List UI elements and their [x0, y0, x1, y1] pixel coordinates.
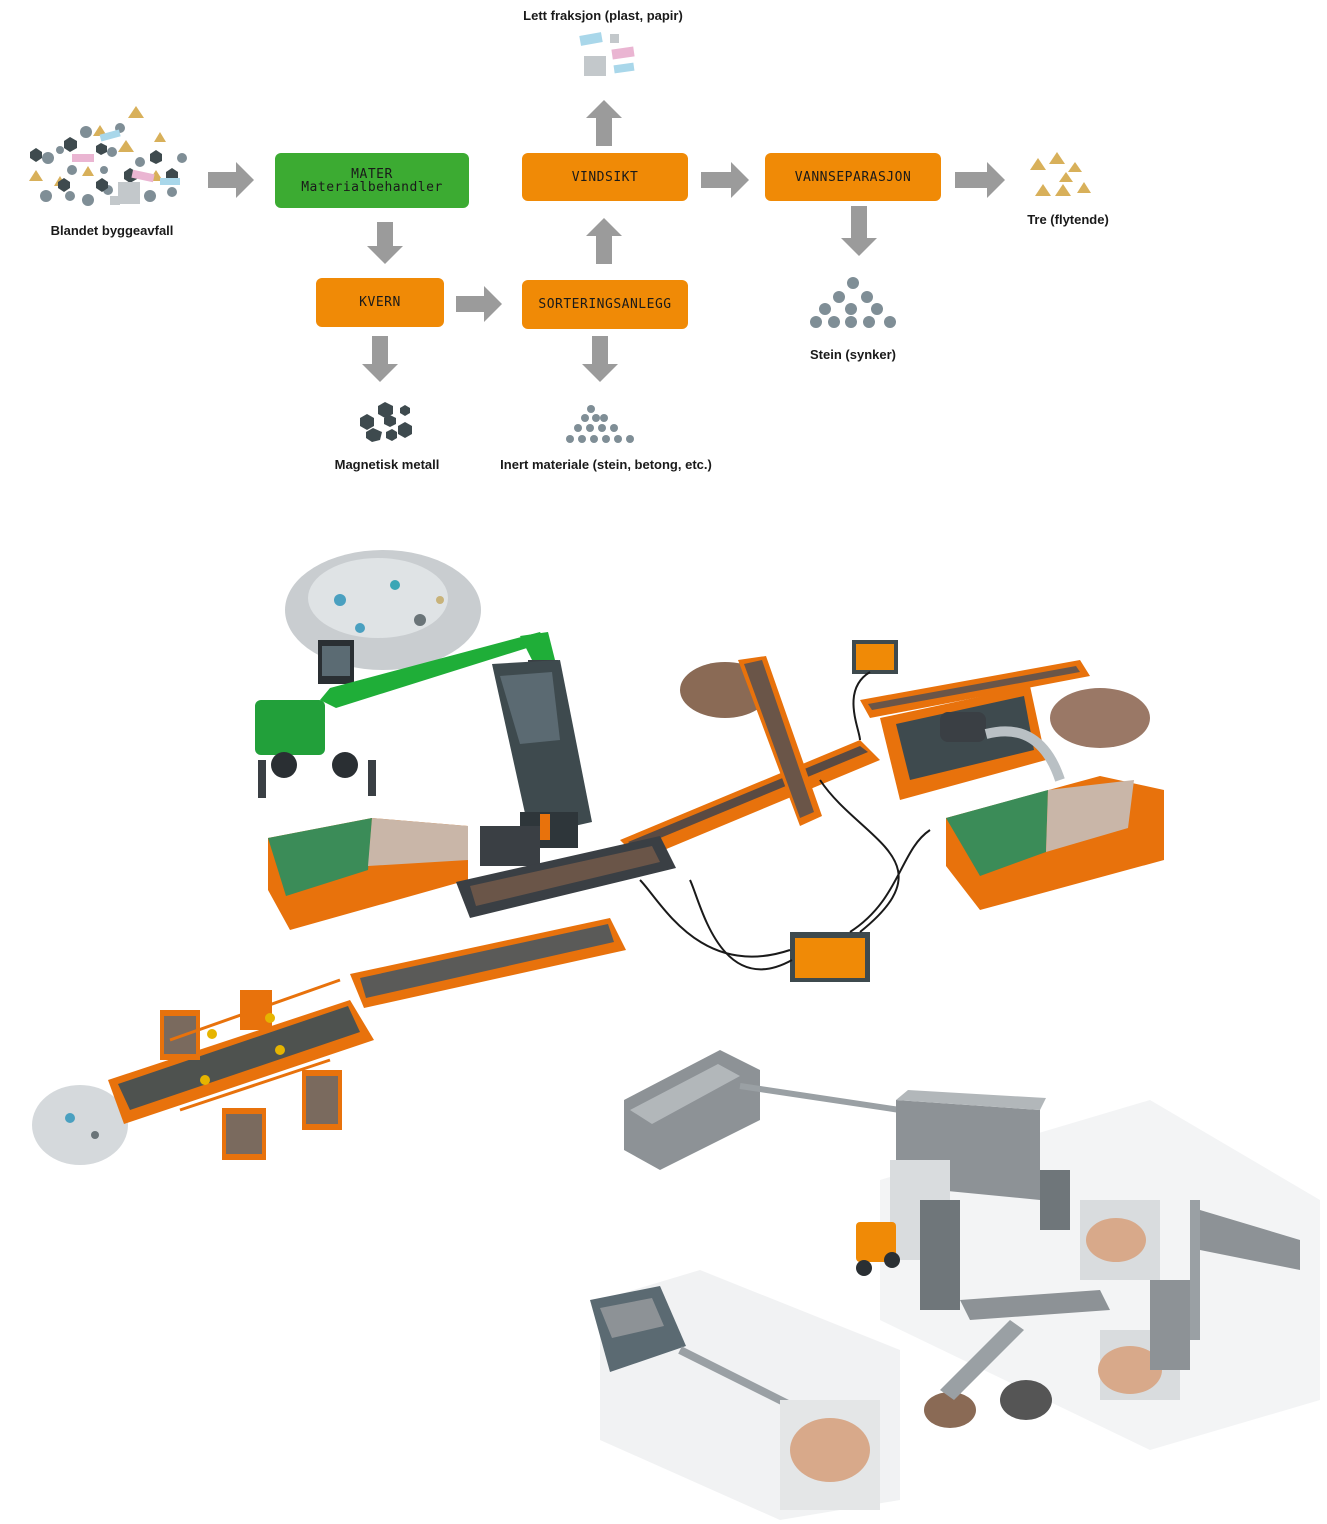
- arrow-up-icon: [586, 218, 622, 264]
- waterseparation-box: VANNSEPARASJON: [765, 153, 941, 201]
- windsifter-label: VINDSIKT: [571, 169, 639, 185]
- metal-icon: [360, 402, 412, 442]
- stationary-plant-illustration: [590, 1050, 1320, 1520]
- wood-label: Tre (flytende): [1027, 212, 1109, 227]
- inert-material-icon: [566, 405, 634, 443]
- arrow-down-icon: [582, 336, 618, 382]
- flow-arrows: [208, 100, 1005, 382]
- sorting-label: SORTERINGSANLEGG: [538, 297, 672, 312]
- wood-icon: [1030, 152, 1091, 196]
- arrow-down-icon: [841, 206, 877, 256]
- stone-label: Stein (synker): [810, 347, 896, 362]
- sorting-box: SORTERINGSANLEGG: [522, 280, 688, 329]
- arrow-up-icon: [586, 100, 622, 146]
- light-fraction-icon: [579, 32, 635, 76]
- stone-icon: [810, 277, 896, 328]
- arrow-right-icon: [701, 162, 749, 198]
- feeder-box: MATER Materialbehandler: [275, 153, 469, 208]
- metal-label: Magnetisk metall: [334, 457, 440, 472]
- input-label: Blandet byggeavfall: [50, 223, 174, 238]
- arrow-right-icon: [456, 286, 502, 322]
- arrow-down-icon: [367, 222, 403, 264]
- feeder-subtitle: Materialbehandler: [301, 179, 443, 195]
- feeder-title: MATER: [351, 166, 393, 182]
- windsifter-box: VINDSIKT: [522, 153, 688, 201]
- arrow-right-icon: [208, 162, 254, 198]
- arrow-right-icon: [955, 162, 1005, 198]
- inert-label: Inert materiale (stein, betong, etc.): [500, 457, 712, 472]
- arrow-down-icon: [362, 336, 398, 382]
- shredder-label: KVERN: [359, 295, 401, 310]
- light-fraction-label: Lett fraksjon (plast, papir): [523, 8, 683, 23]
- waterseparation-label: VANNSEPARASJON: [794, 169, 912, 185]
- shredder-box: KVERN: [316, 278, 444, 327]
- mobile-plant-illustration: [32, 550, 1164, 1165]
- mixed-waste-icon: [29, 106, 187, 206]
